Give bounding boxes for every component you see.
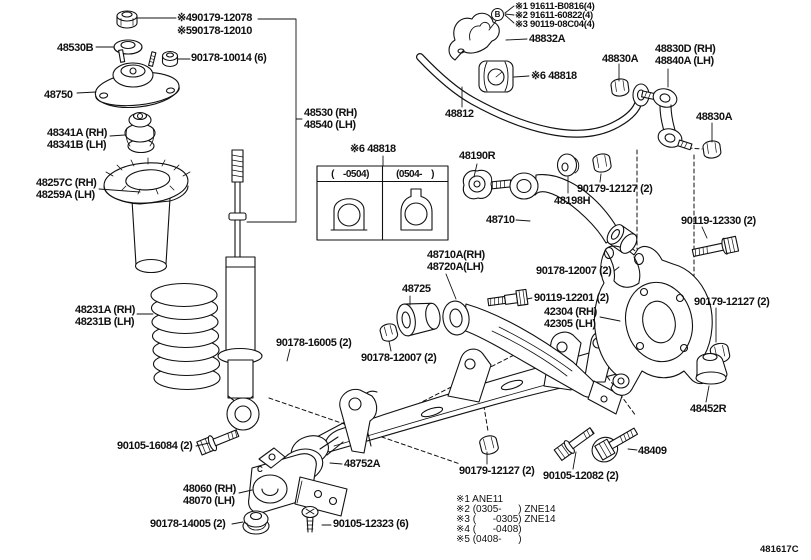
nut-48830A-right (702, 140, 722, 159)
label-90105-12323: 90105-12323 (6) (333, 518, 409, 530)
bracket-stamp-c: C (257, 465, 263, 474)
label-48750: 48750 (44, 89, 73, 101)
label-90178-12007-left: 90178-12007 (2) (361, 352, 437, 364)
label-48830A-right: 48830A (696, 111, 733, 123)
label-48830A-left: 48830A (602, 53, 639, 65)
label-48530: 48530 (RH) (304, 107, 357, 119)
nut-90178-12007-left (379, 323, 399, 342)
label-48070: 48070 (LH) (183, 495, 235, 507)
label-48832A: 48832A (529, 33, 566, 45)
cam-plate-48198H (556, 153, 580, 177)
label-48231B: 48231B (LH) (75, 316, 135, 328)
label-48530B: 48530B (57, 42, 94, 54)
bolt-48409 (591, 427, 639, 463)
label-90119-12330: 90119-12330 (2) (681, 215, 756, 227)
label-48452R: 48452R (690, 403, 727, 415)
nut-90179-12127-top (592, 153, 612, 173)
support-nut-90178-10014 (161, 50, 179, 68)
shock-absorber-48530 (217, 149, 263, 431)
support-48750 (94, 49, 180, 109)
label-48190R: 48190R (459, 150, 496, 162)
bracket-48060 (248, 447, 348, 517)
ref-marker-b: B (491, 8, 504, 21)
label-90179-12127-top: 90179-12127 (2) (577, 183, 653, 195)
stabilizer-bracket-48832A (448, 12, 500, 61)
bolt-90119-12330 (691, 235, 740, 257)
arm-bushing-48725 (396, 302, 441, 337)
bolt-90119-12201 (487, 288, 529, 307)
label-48341A: 48341A (RH) (47, 127, 107, 139)
strut-assembly (94, 10, 263, 456)
label-90179-12127-mid: 90179-12127 (2) (694, 296, 770, 308)
coil-spring-48231 (150, 282, 221, 391)
label-48060: 48060 (RH) (183, 483, 236, 495)
table-col-right: (0504- ) (396, 169, 434, 180)
bolt-90105-16084 (196, 429, 240, 456)
table-col-left: ( -0504) (331, 169, 369, 180)
spring-seat-48257C (103, 157, 191, 274)
label-48259A: 48259A (LH) (36, 189, 95, 201)
label-nut-note4: ※490179-12078 (177, 12, 252, 24)
strut-top-nut (116, 10, 138, 29)
screw-90105-12323 (301, 505, 319, 533)
bracket-assembly (242, 435, 348, 535)
footnote-1: ※1 ANE11 (456, 494, 504, 505)
bottom-fasteners (479, 427, 639, 463)
label-48840A: 48840A (LH) (655, 55, 714, 67)
label-48341B: 48341B (LH) (47, 139, 107, 151)
bolt-note-3: ※3 90119-08C04(4) (515, 19, 595, 30)
label-48830D: 48830D (RH) (655, 43, 716, 55)
label-48409: 48409 (638, 445, 667, 457)
footnote-3: ※3 ( -0305) ZNE14 (456, 514, 556, 525)
bolt-90105-12082 (553, 427, 595, 461)
upper-arm (462, 153, 740, 257)
label-nut-note5: ※590178-12010 (177, 25, 252, 37)
label-90105-16084: 90105-16084 (2) (117, 440, 193, 452)
label-48752A: 48752A (344, 458, 381, 470)
boot-48452R (695, 352, 728, 385)
figure-code: 481617C (760, 544, 799, 555)
label-48720A: 48720A(LH) (427, 261, 484, 273)
label-48710: 48710 (486, 214, 515, 226)
bushing-table-box (316, 165, 449, 241)
label-48710A: 48710A(RH) (427, 249, 485, 261)
footnote-2: ※2 (0305- ) ZNE14 (456, 504, 556, 515)
knuckle-42304 (593, 245, 713, 396)
stabilizer-link-48830D (641, 88, 693, 151)
label-90179-12127-bottom: 90179-12127 (2) (459, 465, 535, 477)
label-48812: 48812 (445, 108, 474, 120)
label-48231A: 48231A (RH) (75, 304, 135, 316)
footnote-5: ※5 (0408- ) (456, 534, 522, 545)
ball-joint-48190R (462, 169, 512, 200)
bump-stop-48341 (124, 111, 156, 154)
nut-90178-14005 (242, 510, 270, 535)
footnote-4: ※4 ( -0408) (456, 524, 522, 535)
label-90119-12201: 90119-12201 (2) (534, 292, 609, 304)
label-48257C: 48257C (RH) (36, 177, 97, 189)
stabilizer-bar-48812 (416, 53, 650, 138)
label-90178-10014: 90178-10014 (6) (191, 52, 267, 64)
label-90178-14005: 90178-14005 (2) (150, 518, 226, 530)
label-48540: 48540 (LH) (304, 119, 356, 131)
stabilizer-bushing-48818 (478, 60, 514, 93)
dust-seal-48530B (113, 39, 143, 55)
label-48818-table-title: ※6 48818 (350, 143, 396, 155)
label-90178-12007-right: 90178-12007 (2) (536, 265, 612, 277)
bolt-note-1: ※1 91611-B0816(4) (515, 1, 595, 12)
nut-48830A-left (610, 78, 630, 97)
label-48198H: 48198H (554, 195, 591, 207)
label-48818-bar: ※6 48818 (531, 70, 577, 82)
label-42305: 42305 (LH) (544, 318, 596, 330)
label-42304: 42304 (RH) (544, 306, 597, 318)
label-90105-12082: 90105-12082 (2) (543, 470, 619, 482)
nut-90179-12127-bottom (479, 435, 499, 455)
bolt-note-2: ※2 91611-60822(4) (515, 10, 593, 21)
label-90178-16005: 90178-16005 (2) (276, 337, 352, 349)
label-48725: 48725 (402, 283, 431, 295)
leader-lines (76, 5, 717, 526)
